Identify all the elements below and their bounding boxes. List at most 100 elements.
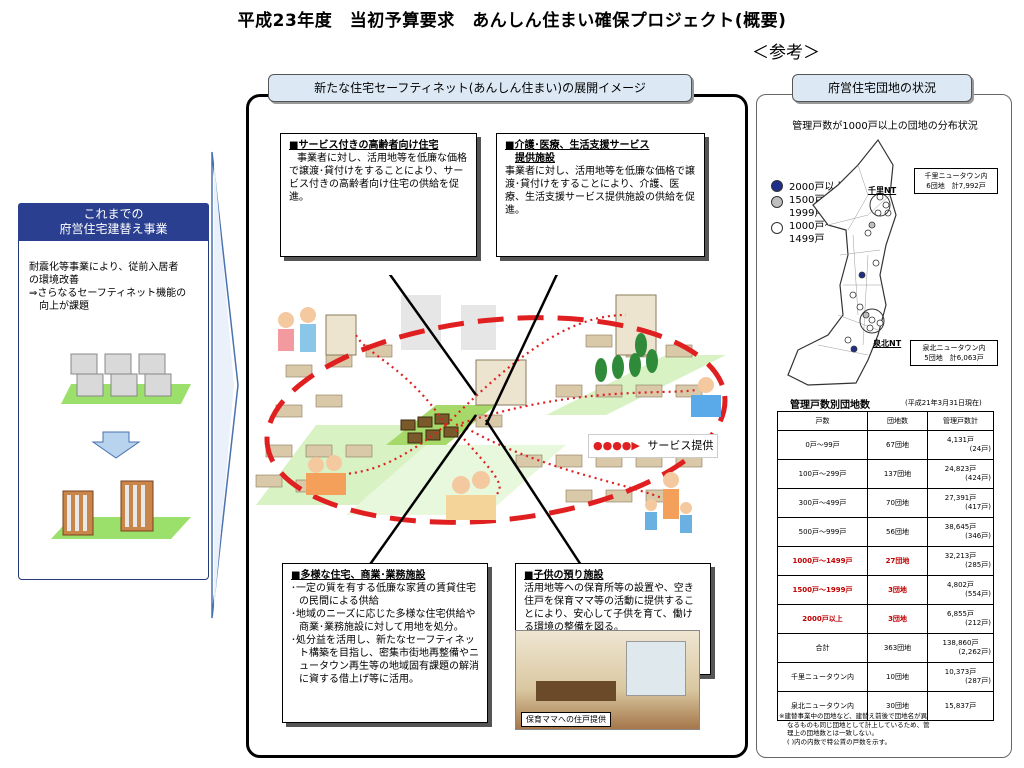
reference-label: ＜参考＞ <box>752 43 820 63</box>
housing-status-heading: 府営住宅団地の状況 <box>792 74 972 102</box>
page-title: 平成23年度 当初予算要求 あんしん住まい確保プロジェクト(概要) <box>237 11 787 31</box>
senboku-callout: 泉北ニュータウン内 5団地 計6,063戸 <box>910 340 998 366</box>
row-units: 300戸～499戸 <box>777 488 868 518</box>
row-count: 363団地 <box>867 633 928 663</box>
row-count: 10団地 <box>867 662 928 692</box>
row-units: 1500戸～1999戸 <box>777 575 868 605</box>
row-count: 3団地 <box>867 575 928 605</box>
row-count: 70団地 <box>867 488 928 518</box>
senboku-callout-line-2: 5団地 計6,063戸 <box>924 354 984 362</box>
safety-net-heading: 新たな住宅セーフティネット(あんしん住まい)の展開イメージ <box>268 74 692 102</box>
service-legend-label: サービス提供 <box>647 439 714 452</box>
service-legend: ●●●●▶ サービス提供 <box>588 434 718 458</box>
note-line-2: なるものも同じ団地として計上しているため、管 <box>787 720 930 729</box>
childcare-title: ■子供の預り施設 <box>524 570 604 581</box>
col-header-total: 管理戸数計 <box>927 411 994 431</box>
row-total-cell: 32,213戸(285戸) <box>927 546 994 576</box>
osaka-map <box>787 138 897 386</box>
commercial-facility-item-2: ･地域のニーズに応じた多様な住宅供給や商業･業務施設に対して用地を処分。 <box>291 609 476 633</box>
legend-label-1000: 1000戸～1499戸 <box>789 221 835 245</box>
row-total: 6,855戸 <box>946 610 975 618</box>
row-total-cell: 27,391戸(417戸) <box>927 488 994 518</box>
care-service-body: 事業者に対し、活用地等を低廉な価格で譲渡･貸付けをすることにより、介護、医療、生… <box>505 166 695 216</box>
legend-item-2000: 2000戸以上 <box>771 180 861 194</box>
row-total: 38,645戸 <box>944 523 977 531</box>
row-total: 4,131戸 <box>946 436 975 444</box>
legend-dark-circle-icon <box>771 180 783 192</box>
table-notes: ※建替事業中の団地など、建替え前後で団地名が異 なるものも同じ団地として計上して… <box>779 712 999 746</box>
row-total-sub: (287戸) <box>965 677 991 685</box>
row-units: 泉北ニュータウン内 <box>777 691 868 721</box>
table-header-row: 戸数 団地数 管理戸数計 <box>777 411 994 431</box>
down-arrow-icon <box>91 431 141 459</box>
row-total-cell: 24,823戸(424戸) <box>927 459 994 489</box>
note-line-4: ( )内の内数で特公賃の戸数を示す。 <box>787 737 891 746</box>
legend-item-1000: 1000戸～1499戸 <box>771 220 861 246</box>
row-total-sub: (24戸) <box>969 445 991 453</box>
row-total-sub: (554戸) <box>965 590 991 598</box>
row-count: 67団地 <box>867 430 928 460</box>
care-service-box: ■介護･医療、生活支援サービス 提供施設 事業者に対し、活用地等を低廉な価格で譲… <box>496 133 705 257</box>
commercial-facility-title: ■多様な住宅、商業･業務施設 <box>291 570 426 581</box>
childcare-room-caption: 保育ママへの住戸提供 <box>521 712 611 727</box>
childcare-body: 活用地等への保育所等の設置や、空き住戸を保育ママ等の活動に提供することにより、安… <box>524 583 694 633</box>
senboku-nt-label: 泉北NT <box>873 339 902 348</box>
senri-callout-line-1: 千里ニュータウン内 <box>924 172 988 180</box>
row-total-cell: 138,860戸(2,262戸) <box>927 633 994 663</box>
elderly-housing-title: ■サービス付きの高齢者向け住宅 <box>289 140 439 151</box>
row-total: 10,373戸 <box>944 668 977 676</box>
transition-arrow-icon <box>211 151 239 619</box>
lp-text-1: 耐震化等事業により、従前入居者 <box>29 262 179 273</box>
row-count: 27団地 <box>867 546 928 576</box>
commercial-facility-item-1: ･一定の質を有する低廉な家賃の賃貸住宅の民間による供給 <box>291 583 476 607</box>
previous-projects-panel: これまでの 府営住宅建替え事業 耐震化等事業により、従前入居者 の環境改善 ⇒さ… <box>18 203 209 580</box>
row-total-sub: (285戸) <box>965 561 991 569</box>
senboku-callout-line-1: 泉北ニュータウン内 <box>922 344 986 352</box>
lp-text-2: の環境改善 <box>29 275 79 286</box>
row-count: 56団地 <box>867 517 928 547</box>
note-line-3: 理上の団地数とは一致しない。 <box>787 729 878 737</box>
row-units: 千里ニュータウン内 <box>777 662 868 692</box>
row-total-sub: (212戸) <box>965 619 991 627</box>
legend-item-1500: 1500戸～1999戸 <box>771 194 861 220</box>
row-total-cell: 4,131戸(24戸) <box>927 430 994 460</box>
previous-projects-header: これまでの 府営住宅建替え事業 <box>18 203 209 241</box>
map-title: 管理戸数が1000戸以上の団地の分布状況 <box>792 121 978 132</box>
row-units: 100戸～299戸 <box>777 459 868 489</box>
row-total-sub: (417戸) <box>965 503 991 511</box>
map-legend: 2000戸以上 1500戸～1999戸 1000戸～1499戸 <box>771 180 861 246</box>
row-total: 15,837戸 <box>944 701 977 710</box>
senri-nt-label: 千里NT <box>868 186 897 195</box>
lp-text-4: 向上が課題 <box>39 301 89 312</box>
legend-label-1500: 1500戸～1999戸 <box>789 195 835 219</box>
row-total-cell: 4,802戸(554戸) <box>927 575 994 605</box>
commercial-facility-box: ■多様な住宅、商業･業務施設 ･一定の質を有する低廉な家賃の賃貸住宅の民間による… <box>282 563 488 723</box>
town-illustration <box>255 275 728 571</box>
table-date: (平成21年3月31日現在) <box>905 399 982 407</box>
senri-callout-line-2: 6団地 計7,992戸 <box>926 182 986 190</box>
row-total: 138,860戸 <box>942 639 979 647</box>
table-title: 管理戸数別団地数 <box>790 400 870 411</box>
note-line-1: ※建替事業中の団地など、建替え前後で団地名が異 <box>779 712 928 720</box>
row-units: 合計 <box>777 633 868 663</box>
col-header-count: 団地数 <box>867 411 928 431</box>
row-total-sub: (424戸) <box>965 474 991 482</box>
legend-white-circle-icon <box>771 222 783 234</box>
elderly-housing-box: ■サービス付きの高齢者向け住宅 事業者に対し、活用地等を低廉な価格で譲渡･貸付け… <box>280 133 477 257</box>
previous-projects-text: 耐震化等事業により、従前入居者 の環境改善 ⇒さらなるセーフティネット機能の 向… <box>19 241 208 313</box>
col-header-units: 戸数 <box>777 411 868 431</box>
lp-text-3: ⇒さらなるセーフティネット機能の <box>29 288 187 299</box>
row-total: 24,823戸 <box>944 465 977 473</box>
new-buildings-illustration <box>51 480 191 539</box>
row-count: 137団地 <box>867 459 928 489</box>
row-total-cell: 15,837戸 <box>927 691 994 721</box>
